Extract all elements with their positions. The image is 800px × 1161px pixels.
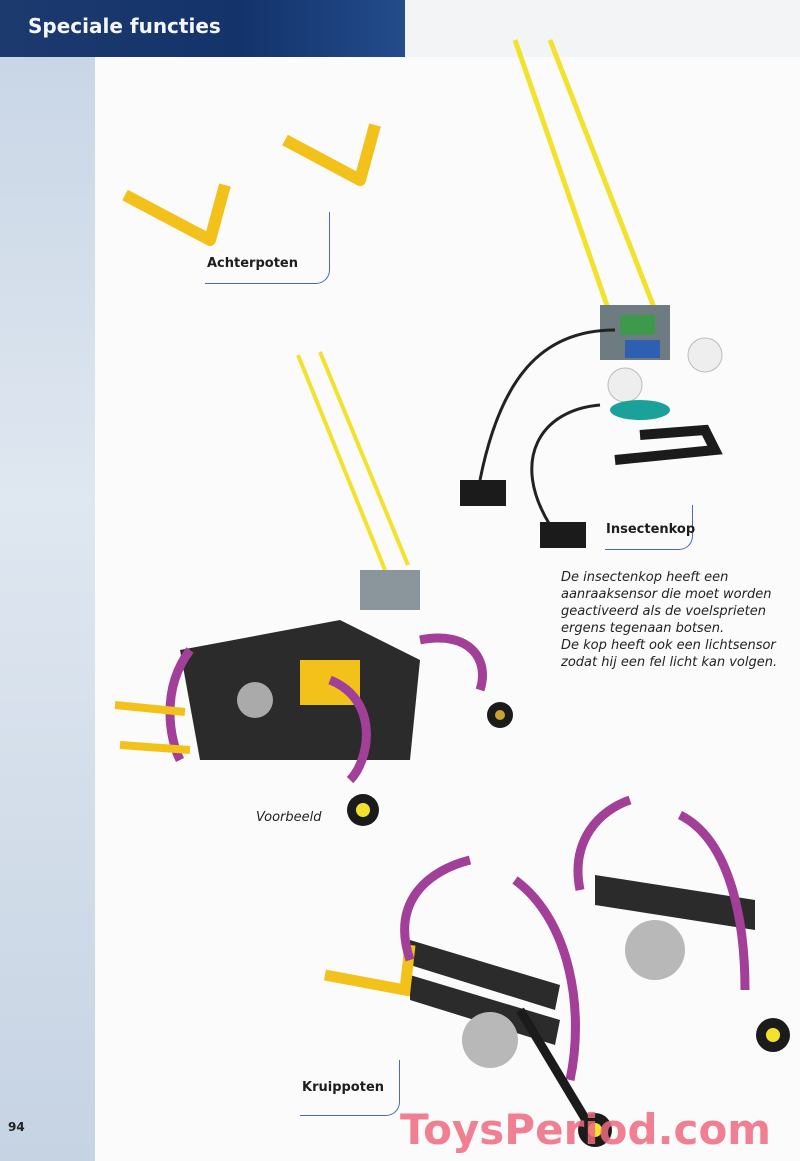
label-insectenkop: Insectenkop xyxy=(606,522,696,537)
description-line: ergens tegenaan botsen. xyxy=(561,621,725,636)
description-line: zodat hij een fel licht kan volgen. xyxy=(561,655,778,670)
page-title: Speciale functies xyxy=(28,14,221,38)
label-kruippoten: Kruippoten xyxy=(302,1080,385,1095)
description-line: aanraaksensor die moet worden xyxy=(561,587,772,602)
page-header: Speciale functies xyxy=(0,0,405,57)
label-voorbeeld: Voorbeeld xyxy=(256,810,322,825)
kruippoten-image xyxy=(323,795,790,1147)
insectenkop-description: De insectenkop heeft een aanraaksensor d… xyxy=(561,569,791,671)
watermark: ToysPeriod.com xyxy=(400,1105,772,1154)
voorbeeld-image xyxy=(114,351,513,826)
side-strip xyxy=(0,57,95,1161)
top-band xyxy=(405,0,800,57)
insectenkop-callout-line xyxy=(605,505,693,550)
insectenkop-image xyxy=(460,39,723,548)
page-number: 94 xyxy=(8,1120,25,1134)
label-achterpoten: Achterpoten xyxy=(207,256,298,271)
kruippoten-callout-line xyxy=(300,1060,400,1116)
description-line: De kop heeft ook een lichtsensor xyxy=(561,638,776,653)
achterpoten-callout-line xyxy=(205,212,330,284)
description-line: geactiveerd als de voelsprieten xyxy=(561,604,766,619)
achterpoten-image xyxy=(122,123,381,246)
description-line: De insectenkop heeft een xyxy=(561,570,729,585)
